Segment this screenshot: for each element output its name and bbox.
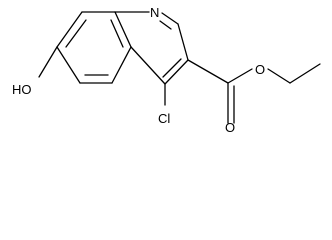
benzene-ring	[56, 11, 132, 84]
double-bond-c3-c4	[162, 58, 182, 78]
bond-ester-o-ch2	[267, 68, 291, 84]
bond-c8-c7	[56, 11, 83, 48]
bond-c4-c4a	[130, 46, 166, 85]
double-bond-n1-c2	[159, 20, 172, 30]
carbonyl-oxygen-label: O	[225, 120, 235, 135]
bond-ch2-ch3	[289, 63, 321, 84]
double-bond-c8-c7	[65, 19, 87, 48]
bond-n1-c2	[161, 12, 179, 25]
nitrogen-label: N	[150, 5, 159, 20]
ester-oxygen-label: O	[255, 62, 265, 77]
bond-c3-c4	[164, 59, 189, 85]
chemical-structure-diagram: N HO Cl O O	[12, 5, 321, 135]
atom-labels: N HO Cl O O	[12, 5, 265, 135]
pyridine-ring	[114, 11, 189, 85]
hydroxyl-label: HO	[12, 82, 32, 97]
substituents	[38, 46, 321, 124]
bond-c4a-c8a	[114, 11, 132, 48]
bond-c7-c6	[56, 46, 81, 84]
double-bond-c4a-c8a	[110, 19, 124, 48]
chlorine-label: Cl	[158, 111, 170, 126]
bond-c5-c4a	[111, 46, 132, 84]
bond-c3-carboxyl	[187, 59, 229, 84]
bond-c6-oh	[38, 46, 58, 78]
bond-c2-c3	[177, 23, 189, 61]
bond-carboxyl-ester-o	[227, 68, 253, 84]
